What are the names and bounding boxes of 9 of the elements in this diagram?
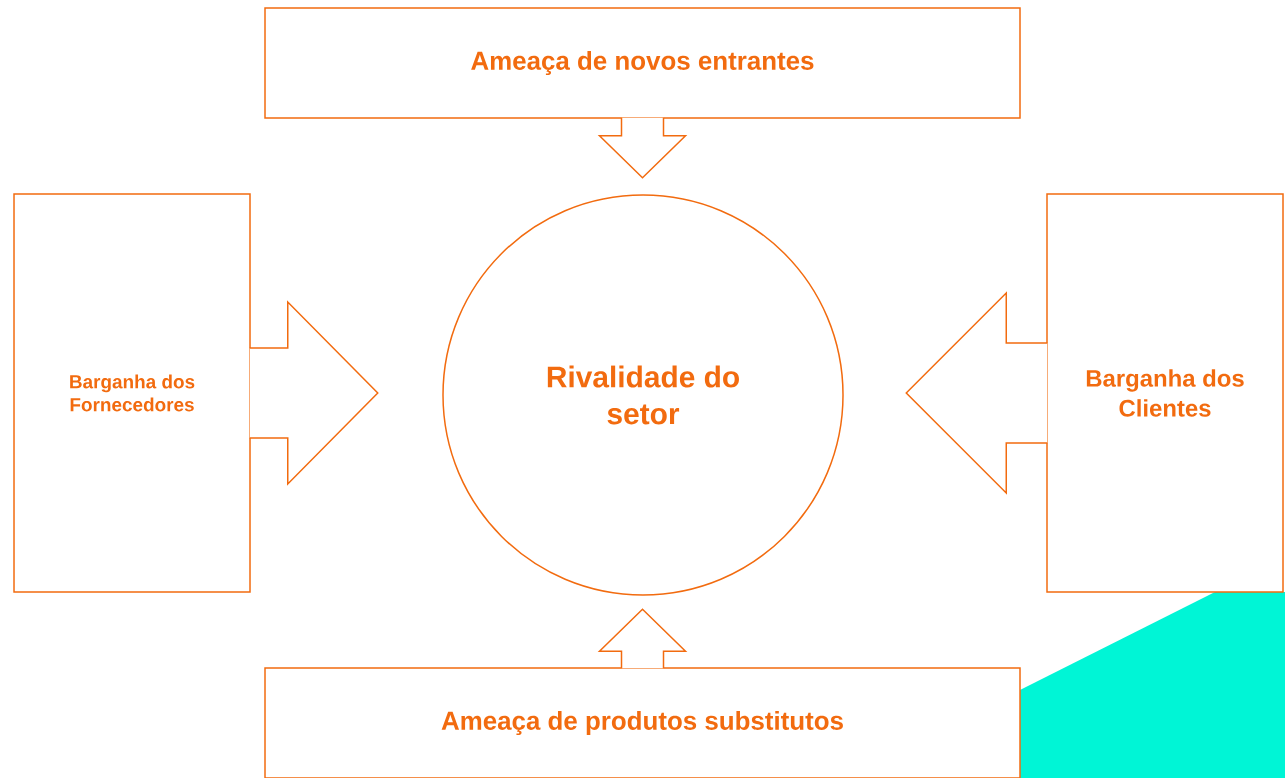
circle-node: Rivalidade do setor — [442, 194, 844, 596]
force-box: Barganha dos Clientes — [1046, 193, 1284, 593]
block-arrow — [905, 291, 1048, 495]
force-box: Ameaça de novos entrantes — [264, 7, 1021, 119]
force-box: Barganha dos Fornecedores — [13, 193, 251, 593]
block-arrow — [249, 300, 379, 486]
force-box: Ameaça de produtos substitutos — [264, 667, 1021, 778]
block-arrow — [597, 608, 688, 669]
block-arrow — [597, 117, 688, 179]
